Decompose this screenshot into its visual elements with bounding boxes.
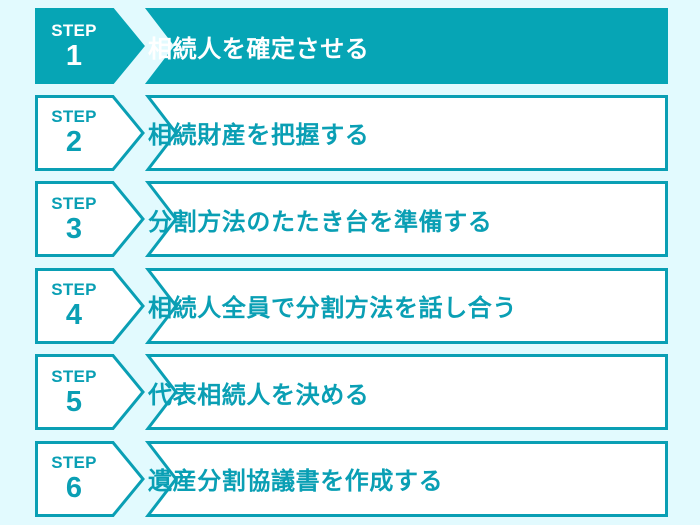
step-shape-1 [35, 8, 668, 84]
step-shape-5 [35, 354, 668, 431]
step-row-4: STEP 4 相続人全員で分割方法を話し合う [35, 267, 668, 344]
step-shape-2 [35, 94, 668, 171]
step-row-1: STEP 1 相続人を確定させる [35, 8, 668, 84]
step-shape-4 [35, 267, 668, 344]
step-shape-6 [35, 440, 668, 517]
step-row-2: STEP 2 相続財産を把握する [35, 94, 668, 171]
step-row-6: STEP 6 遺産分割協議書を作成する [35, 440, 668, 517]
step-shape-3 [35, 181, 668, 258]
step-row-5: STEP 5 代表相続人を決める [35, 354, 668, 431]
step-row-3: STEP 3 分割方法のたたき台を準備する [35, 181, 668, 258]
